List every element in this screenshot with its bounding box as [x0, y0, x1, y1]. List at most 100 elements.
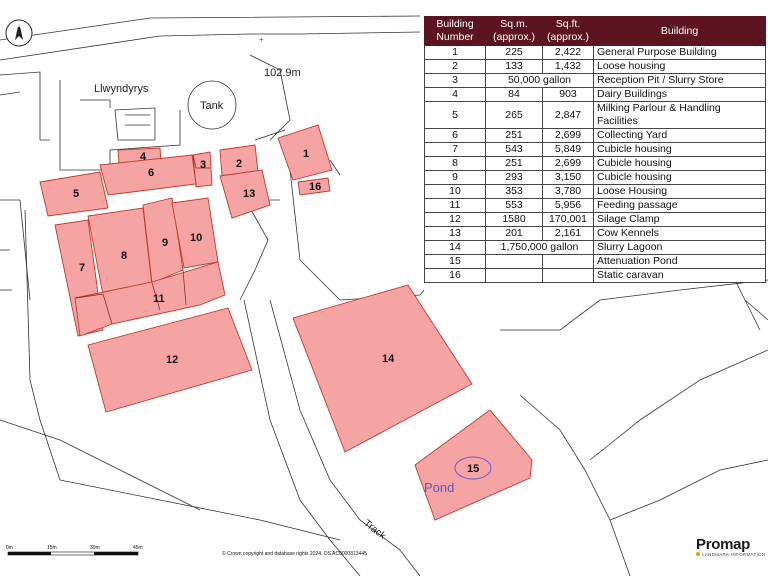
cell-building-name: Cubicle housing	[593, 170, 766, 185]
scale-label-30: 30m	[90, 545, 100, 551]
cell-number: 6	[424, 128, 486, 143]
cell-sqft	[542, 254, 594, 269]
cell-number: 14	[424, 240, 486, 255]
cell-number: 4	[424, 87, 486, 102]
plot-label-4: 4	[140, 151, 147, 163]
cell-sqft: 170,001	[542, 212, 594, 227]
header-sqft: Sq.ft. (approx.)	[542, 16, 594, 46]
cell-sqm: 201	[485, 226, 543, 241]
cell-sqm: 251	[485, 128, 543, 143]
cell-sqm: 293	[485, 170, 543, 185]
cell-number: 5	[424, 101, 486, 129]
north-label: N	[15, 22, 20, 29]
plot-label-8: 8	[121, 250, 127, 262]
cell-building-name: Cubicle housing	[593, 156, 766, 171]
tank-circle	[187, 80, 237, 130]
logo-dot-icon	[696, 552, 700, 556]
cell-sqft: 5,956	[542, 198, 594, 213]
elevation-label: 102.9m	[264, 67, 301, 79]
cell-sqft: 2,699	[542, 156, 594, 171]
plot-label-15: 15	[467, 463, 479, 475]
plot-polygons	[39, 124, 533, 521]
table-row: 15 Attenuation Pond	[424, 254, 766, 269]
plot-15-shape	[414, 409, 533, 521]
cell-building-name: Collecting Yard	[593, 128, 766, 143]
pond-label: Pond	[424, 480, 454, 495]
schedule-header-row: Building Number Sq.m. (approx.) Sq.ft. (…	[424, 16, 766, 46]
scale-bar: 0m 15m 30m 45m	[6, 545, 143, 556]
cell-building-name: Attenuation Pond	[593, 254, 766, 269]
cell-sqm: 1,750,000 gallon	[485, 240, 594, 255]
cell-sqm: 553	[485, 198, 543, 213]
cell-sqm	[485, 254, 543, 269]
cell-number: 9	[424, 170, 486, 185]
cell-sqft: 2,422	[542, 45, 594, 60]
plot-label-10: 10	[190, 232, 202, 244]
cell-sqm: 50,000 gallon	[485, 73, 594, 88]
cell-sqm: 1580	[485, 212, 543, 227]
cell-number: 12	[424, 212, 486, 227]
cell-number: 11	[424, 198, 486, 213]
scale-label-45: 45m	[133, 545, 143, 551]
cell-sqft: 1,432	[542, 59, 594, 74]
copyright-notice: © Crown copyright and database rights 20…	[222, 551, 367, 557]
tank-label: Tank	[200, 100, 224, 112]
scale-label-15: 15m	[47, 545, 57, 551]
cell-building-name: Milking Parlour & Handling Facilities	[593, 101, 766, 129]
cell-sqm: 353	[485, 184, 543, 199]
promap-logo: Promap LANDMARK INFORMATION	[696, 536, 765, 557]
north-arrow-icon: N	[5, 19, 33, 47]
cell-number: 15	[424, 254, 486, 269]
cell-building-name: Cubicle housing	[593, 142, 766, 157]
cell-sqft: 2,699	[542, 128, 594, 143]
plot-label-12: 12	[166, 354, 178, 366]
track-label: Track	[361, 518, 388, 542]
header-sqm: Sq.m. (approx.)	[485, 16, 543, 46]
plot-16-shape	[297, 177, 331, 196]
plot-11-shape	[74, 261, 226, 337]
cell-building-name: Cow Kennels	[593, 226, 766, 241]
cell-building-name: Reception Pit / Slurry Store	[593, 73, 766, 88]
cell-number: 13	[424, 226, 486, 241]
cell-sqm: 251	[485, 156, 543, 171]
cell-number: 7	[424, 142, 486, 157]
plot-8-shape	[87, 207, 153, 296]
cell-sqm: 225	[485, 45, 543, 60]
plot-label-6: 6	[148, 167, 154, 179]
plot-dividers	[75, 154, 210, 325]
cell-number: 16	[424, 268, 486, 283]
cell-building-name: Silage Clamp	[593, 212, 766, 227]
cell-building-name: Static caravan	[593, 268, 766, 283]
cell-building-name: General Purpose Building	[593, 45, 766, 60]
cell-sqft: 3,150	[542, 170, 594, 185]
plot-label-11: 11	[153, 293, 165, 305]
plot-1-shape	[277, 124, 333, 181]
header-building-number: Building Number	[424, 16, 486, 46]
cell-sqft: 903	[542, 87, 594, 102]
cell-sqm: 265	[485, 101, 543, 129]
pond-water	[454, 456, 492, 480]
scale-label-0: 0m	[6, 545, 13, 551]
cell-number: 10	[424, 184, 486, 199]
cell-sqft: 5,849	[542, 142, 594, 157]
base-linework	[0, 15, 768, 576]
cell-building-name: Dairy Buildings	[593, 87, 766, 102]
cell-building-name: Loose Housing	[593, 184, 766, 199]
building-schedule-table: Building Number Sq.m. (approx.) Sq.ft. (…	[424, 16, 766, 283]
plot-14-shape	[292, 284, 473, 453]
plot-label-7: 7	[79, 262, 85, 274]
cell-sqm	[485, 268, 543, 283]
cell-number: 1	[424, 45, 486, 60]
plot-label-1: 1	[303, 148, 309, 160]
logo-subtitle: LANDMARK INFORMATION	[702, 552, 766, 557]
